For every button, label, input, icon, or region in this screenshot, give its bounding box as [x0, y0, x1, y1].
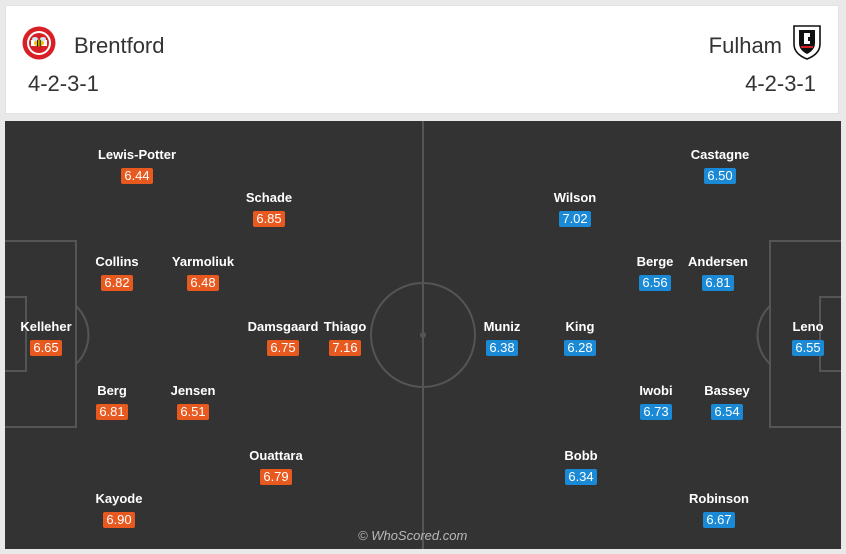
player-rating: 6.73 — [640, 404, 672, 420]
player-name: Kelleher — [20, 319, 72, 334]
player-rating: 6.54 — [711, 404, 743, 420]
away-formation: 4-2-3-1 — [745, 71, 816, 96]
player-rating: 6.90 — [103, 512, 135, 528]
pitch-markings — [5, 121, 841, 549]
player-card-lewis-potter[interactable]: Lewis-Potter 6.44 — [77, 147, 197, 185]
player-card-thiago[interactable]: Thiago 7.16 — [285, 319, 405, 357]
player-name: Castagne — [690, 147, 750, 162]
player-rating: 7.16 — [329, 340, 361, 356]
player-rating: 6.56 — [639, 275, 671, 291]
player-rating: 6.85 — [253, 211, 285, 227]
player-name: Berg — [97, 383, 127, 398]
fulham-crest-icon[interactable] — [792, 24, 822, 60]
player-card-leno[interactable]: Leno 6.55 — [748, 319, 846, 357]
player-rating: 6.81 — [96, 404, 128, 420]
player-rating: 6.55 — [792, 340, 824, 356]
away-team-name[interactable]: Fulham — [708, 33, 782, 58]
player-card-andersen[interactable]: Andersen 6.81 — [658, 254, 778, 292]
player-name: Bassey — [704, 383, 750, 398]
player-name: Yarmoliuk — [171, 254, 235, 269]
player-card-kayode[interactable]: Kayode 6.90 — [59, 491, 179, 529]
player-name: Jensen — [170, 383, 216, 398]
home-team-name[interactable]: Brentford — [74, 33, 165, 58]
player-name: Wilson — [553, 190, 597, 205]
player-rating: 6.82 — [101, 275, 133, 291]
player-card-bobb[interactable]: Bobb 6.34 — [521, 448, 641, 486]
player-name: Ouattara — [249, 448, 303, 463]
player-card-ouattara[interactable]: Ouattara 6.79 — [216, 448, 336, 486]
player-card-bassey[interactable]: Bassey 6.54 — [667, 383, 787, 421]
player-rating: 7.02 — [559, 211, 591, 227]
player-name: Schade — [245, 190, 293, 205]
player-rating: 6.79 — [260, 469, 292, 485]
player-name: Bobb — [564, 448, 598, 463]
player-card-robinson[interactable]: Robinson 6.67 — [659, 491, 779, 529]
player-card-iwobi[interactable]: Iwobi 6.73 — [596, 383, 716, 421]
player-card-schade[interactable]: Schade 6.85 — [209, 190, 329, 228]
player-card-yarmoliuk[interactable]: Yarmoliuk 6.48 — [143, 254, 263, 292]
player-card-collins[interactable]: Collins 6.82 — [57, 254, 177, 292]
player-rating: 6.65 — [30, 340, 62, 356]
player-name: Iwobi — [639, 383, 673, 398]
player-rating: 6.28 — [564, 340, 596, 356]
player-rating: 6.51 — [177, 404, 209, 420]
player-name: King — [565, 319, 595, 334]
player-name: Leno — [792, 319, 824, 334]
player-rating: 6.48 — [187, 275, 219, 291]
player-card-damsgaard[interactable]: Damsgaard 6.75 — [223, 319, 343, 357]
player-card-wilson[interactable]: Wilson 7.02 — [515, 190, 635, 228]
player-card-berge[interactable]: Berge 6.56 — [595, 254, 715, 292]
player-rating: 6.81 — [702, 275, 734, 291]
player-rating: 6.50 — [704, 168, 736, 184]
player-name: Berge — [636, 254, 674, 269]
player-name: Robinson — [689, 491, 749, 506]
player-name: Collins — [95, 254, 139, 269]
player-name: Damsgaard — [247, 319, 319, 334]
player-name: Andersen — [688, 254, 748, 269]
player-rating: 6.34 — [565, 469, 597, 485]
player-name: Lewis-Potter — [97, 147, 176, 162]
player-card-castagne[interactable]: Castagne 6.50 — [660, 147, 780, 185]
player-name: Muniz — [483, 319, 521, 334]
player-card-berg[interactable]: Berg 6.81 — [52, 383, 172, 421]
player-card-kelleher[interactable]: Kelleher 6.65 — [0, 319, 106, 357]
player-name: Kayode — [95, 491, 143, 506]
player-rating: 6.44 — [121, 168, 153, 184]
home-formation: 4-2-3-1 — [28, 71, 99, 96]
whoscored-watermark: © WhoScored.com — [358, 528, 468, 543]
lineup-header: Brentford 4-2-3-1 Fulham 4-2-3-1 — [5, 5, 839, 114]
player-card-king[interactable]: King 6.28 — [520, 319, 640, 357]
player-rating: 6.75 — [267, 340, 299, 356]
pitch — [5, 121, 841, 549]
brentford-crest-icon[interactable] — [22, 26, 56, 60]
player-name: Thiago — [323, 319, 367, 334]
player-rating: 6.67 — [703, 512, 735, 528]
player-rating: 6.38 — [486, 340, 518, 356]
player-card-muniz[interactable]: Muniz 6.38 — [442, 319, 562, 357]
player-card-jensen[interactable]: Jensen 6.51 — [133, 383, 253, 421]
